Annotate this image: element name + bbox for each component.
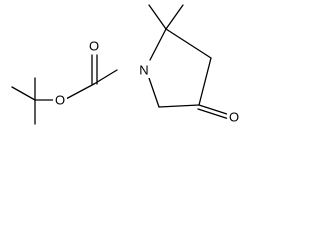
bond-c2-methyl-right <box>165 4 184 30</box>
chemical-structure-diagram: N O O O <box>11 4 241 125</box>
ester-oxygen-label: O <box>55 93 65 108</box>
atom-label-background <box>227 109 241 125</box>
bond-c3-to-c4 <box>198 57 212 106</box>
carbonyl-oxygen-label: O <box>89 39 99 54</box>
bond-ketone-double-1 <box>198 104 231 116</box>
bond-ester-oxygen-to-carbonyl-carbon <box>63 83 95 101</box>
bond-c2-methyl-left <box>148 4 167 30</box>
bond-tbu-methyl-left <box>11 86 36 101</box>
bond-c5-to-nitrogen <box>148 77 160 108</box>
ketone-oxygen-label: O <box>229 110 239 125</box>
atom-label-background <box>53 92 67 108</box>
bond-nitrogen-to-c2 <box>149 28 167 61</box>
atom-label-background <box>137 62 151 78</box>
bond-carbonyl-carbon-to-nitrogen <box>93 69 118 85</box>
bond-ketone-double-2 <box>197 108 230 120</box>
nitrogen-atom-label: N <box>139 63 148 78</box>
bond-c2-to-c3 <box>165 28 212 59</box>
atom-label-background <box>87 38 101 54</box>
bond-c4-to-c5 <box>158 104 200 108</box>
